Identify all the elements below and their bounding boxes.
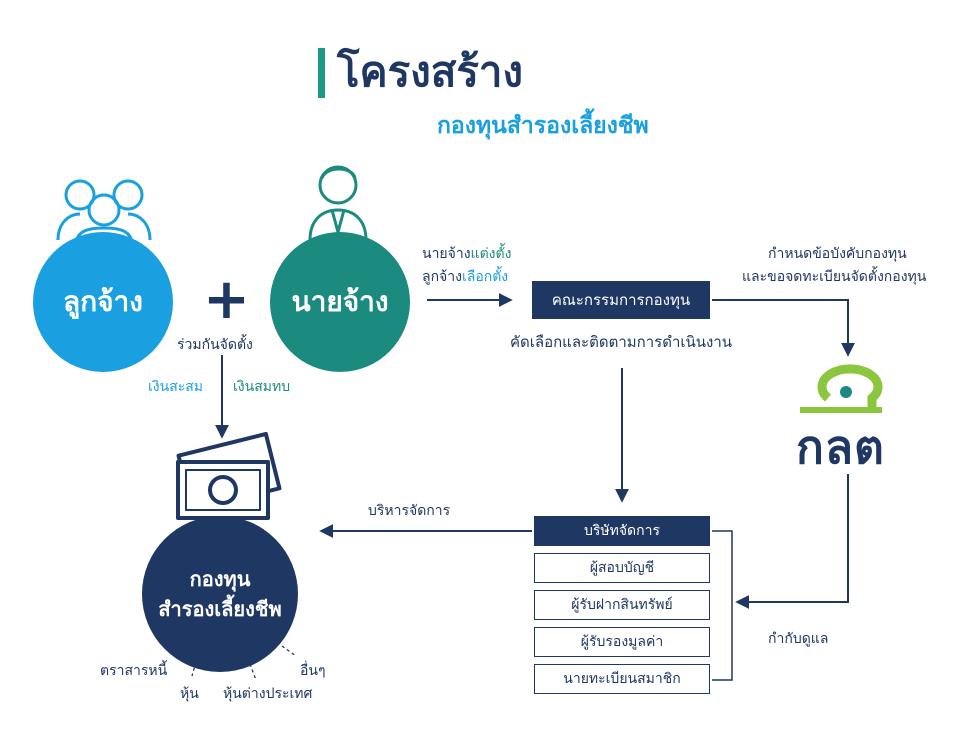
oversee-arrow [735, 474, 849, 609]
employer-contribution-label: เงินสมทบ [233, 379, 291, 395]
parties-bracket [712, 530, 733, 681]
plus-sign: + [203, 267, 250, 332]
oversee-label: กำกับดูแล [768, 631, 829, 647]
asset-others: อื่นๆ [300, 663, 326, 679]
register-arrow [712, 299, 855, 357]
appoint-line-1: นายจ้างแต่งตั้ง [422, 243, 511, 265]
appoint-line-1-prefix: นายจ้าง [422, 246, 471, 262]
sec-note-line-2: และขอจดทะเบียนจัดตั้งกองทุน [742, 269, 927, 285]
appoint-line-2: ลูกจ้างเลือกตั้ง [422, 266, 508, 288]
committee-box: คณะกรรมการกองทุน [532, 281, 710, 319]
businessman-icon [308, 165, 368, 241]
custodian-box: ผู้รับฝากสินทรัพย์ [534, 590, 710, 620]
employee-circle: ลูกจ้าง [33, 232, 173, 372]
page-subtitle: กองทุนสำรองเลี้ยงชีพ [437, 113, 649, 139]
fund-circle: กองทุน สำรองเลี้ยงชีพ [142, 516, 298, 672]
sec-name: กลต [796, 420, 885, 474]
auditor-box: ผู้สอบบัญชี [534, 553, 710, 583]
page-title: โครงสร้าง [337, 47, 524, 96]
manage-label: บริหารจัดการ [368, 503, 451, 519]
money-stack-icon [176, 431, 282, 520]
asset-foreign-stocks: หุ้นต่างประเทศ [223, 686, 313, 702]
sec-note-line-1: กำหนดข้อบังคับกองทุน [768, 246, 907, 262]
joint-setup-label: ร่วมกันจัดตั้ง [177, 337, 253, 353]
registrar-box: นายทะเบียนสมาชิก [534, 664, 710, 694]
title-accent-bar [318, 48, 325, 98]
committee-caption: คัดเลือกและติดตามการดำเนินงาน [510, 333, 732, 351]
appoint-line-1-highlight: แต่งตั้ง [470, 246, 512, 262]
valuer-box: ผู้รับรองมูลค่า [534, 627, 710, 657]
employee-contribution-label: เงินสะสม [148, 379, 204, 395]
management-company-box: บริษัทจัดการ [534, 516, 710, 546]
sec-logo-icon [800, 364, 883, 413]
fund-line-2: สำรองเลี้ยงชีพ [158, 597, 282, 621]
appoint-line-2-prefix: ลูกจ้าง [422, 269, 462, 285]
employer-circle: นายจ้าง [270, 232, 410, 372]
appoint-line-2-highlight: เลือกตั้ง [461, 269, 509, 285]
fund-line-1: กองทุน [189, 567, 251, 591]
asset-stocks: หุ้น [180, 686, 199, 702]
asset-bonds: ตราสารหนี้ [100, 663, 168, 679]
